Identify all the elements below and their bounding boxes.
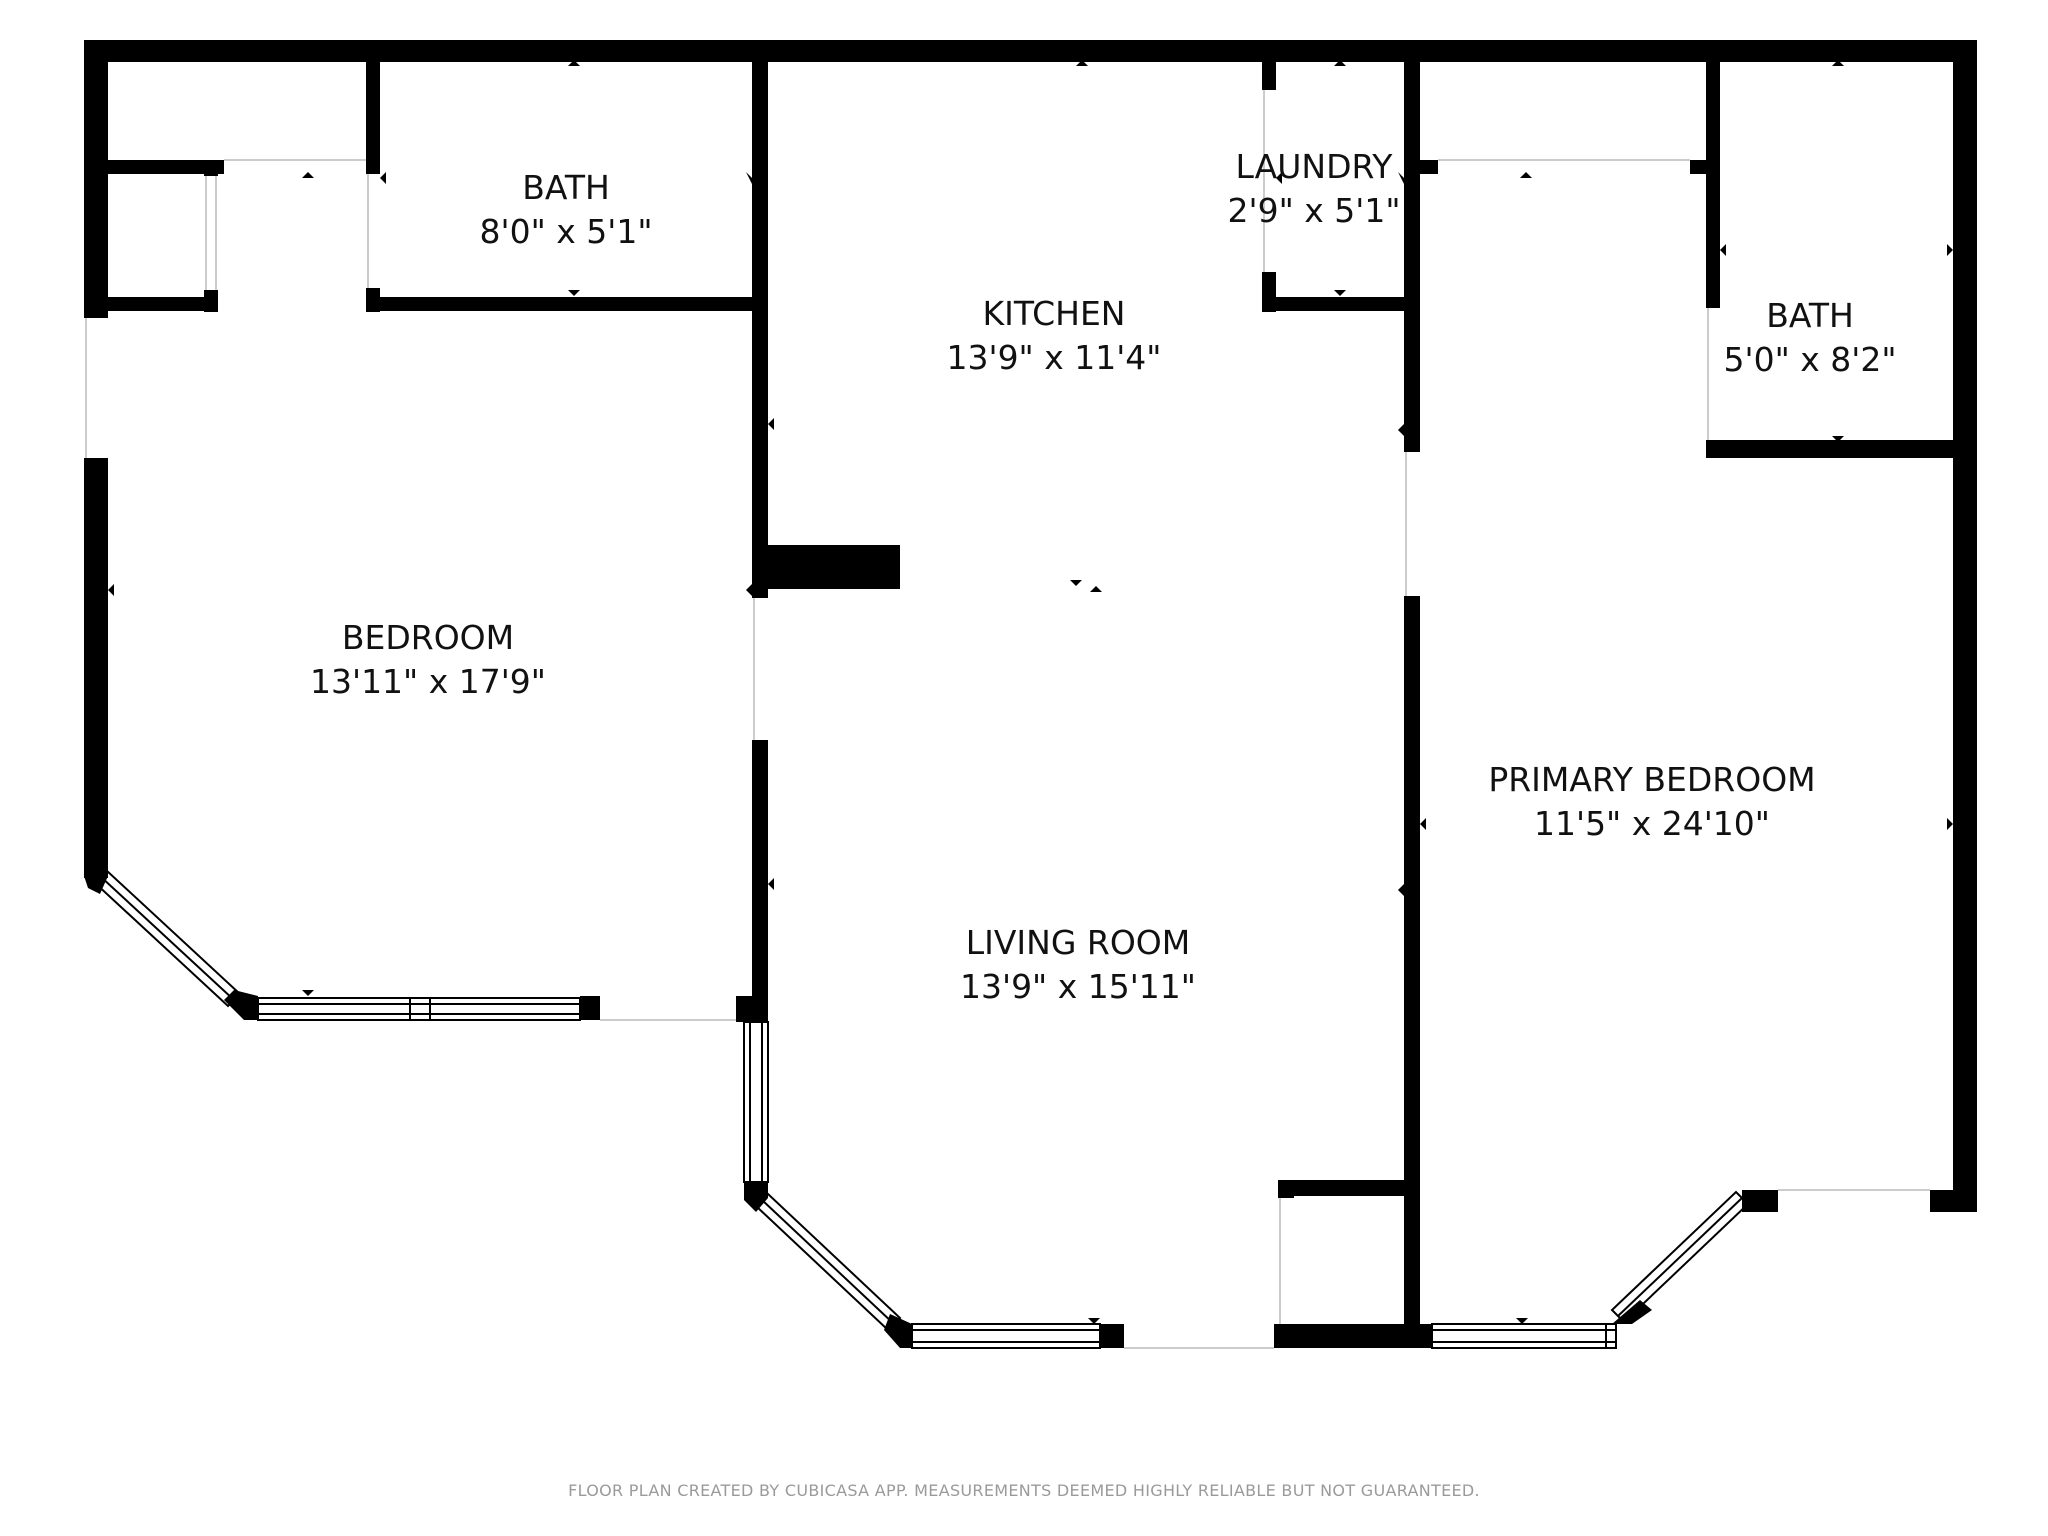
wall-divider-left-lower bbox=[752, 740, 768, 1022]
wall-corner-primary-right bbox=[1742, 1190, 1778, 1212]
wall-laundry-left-a bbox=[1262, 62, 1276, 90]
window-living-bottom bbox=[911, 1323, 1101, 1349]
wall-closet-top bbox=[84, 160, 224, 174]
room-living-room-name: LIVING ROOM bbox=[966, 923, 1191, 962]
room-bath-left-name: BATH bbox=[522, 168, 610, 207]
room-bath-right-name: BATH bbox=[1766, 296, 1854, 335]
room-laundry-dimensions: 2'9" x 5'1" bbox=[1228, 191, 1401, 230]
room-living-room-dimensions: 13'9" x 15'11" bbox=[960, 967, 1196, 1006]
wall-bath-left-bottom bbox=[366, 297, 766, 311]
walls bbox=[84, 40, 1977, 1348]
window-living-diagonal bbox=[754, 1192, 902, 1332]
wall-kitchen-stub bbox=[768, 545, 900, 589]
room-bedroom-name: BEDROOM bbox=[342, 618, 514, 657]
room-laundry-name: LAUNDRY bbox=[1236, 147, 1394, 186]
wall-laundry-bottom bbox=[1262, 297, 1412, 311]
room-labels: BATH 8'0" x 5'1" KITCHEN 13'9" x 11'4" L… bbox=[310, 147, 1896, 1006]
wall-corner-living-left bbox=[744, 1182, 768, 1212]
wall-divider-left-upper bbox=[752, 62, 768, 598]
wall-top bbox=[84, 40, 1977, 62]
wall-primary-closet-top-a bbox=[1420, 160, 1438, 174]
wall-closet-right-b bbox=[204, 290, 218, 312]
windows bbox=[92, 868, 1750, 1349]
wall-closet-bottom bbox=[84, 297, 218, 311]
wall-bath-right-left-a bbox=[1706, 62, 1720, 308]
wall-right bbox=[1953, 40, 1977, 1212]
room-primary-bedroom-name: PRIMARY BEDROOM bbox=[1488, 760, 1815, 799]
wall-bottom-bedroom-end bbox=[580, 996, 600, 1020]
room-bath-left-dimensions: 8'0" x 5'1" bbox=[480, 212, 653, 251]
wall-closet-right-a bbox=[204, 160, 218, 176]
dimension-markers bbox=[108, 60, 1953, 1324]
wall-bath-right-bottom bbox=[1706, 440, 1977, 458]
wall-bottom-living-right bbox=[1274, 1324, 1432, 1348]
wall-living-stub-top bbox=[1278, 1180, 1420, 1196]
room-bedroom-dimensions: 13'11" x 17'9" bbox=[310, 662, 546, 701]
wall-right-bottom-stub bbox=[1930, 1190, 1977, 1212]
window-bedroom-bottom bbox=[257, 997, 581, 1021]
wall-bath-left-side-a bbox=[366, 62, 380, 174]
wall-bottom-living-mid bbox=[1100, 1324, 1124, 1348]
wall-divider-right-lower bbox=[1404, 596, 1420, 1348]
room-kitchen-name: KITCHEN bbox=[983, 294, 1126, 333]
wall-left-upper bbox=[84, 40, 108, 318]
door-openings bbox=[85, 90, 1930, 1349]
wall-divider-right-upper bbox=[1404, 62, 1420, 452]
window-living-left bbox=[743, 1021, 769, 1183]
room-kitchen-dimensions: 13'9" x 11'4" bbox=[947, 338, 1162, 377]
wall-bottom-bedroom-corner bbox=[736, 996, 768, 1022]
window-bedroom-diagonal bbox=[92, 868, 242, 1008]
room-primary-bedroom-dimensions: 11'5" x 24'10" bbox=[1534, 804, 1770, 843]
wall-living-stub-side bbox=[1278, 1180, 1294, 1198]
window-primary-bottom bbox=[1431, 1323, 1617, 1349]
wall-primary-closet-top-b bbox=[1690, 160, 1708, 174]
room-bath-right-dimensions: 5'0" x 8'2" bbox=[1724, 340, 1897, 379]
window-primary-diagonal bbox=[1610, 1190, 1750, 1324]
footer-disclaimer: FLOOR PLAN CREATED BY CUBICASA APP. MEAS… bbox=[568, 1481, 1480, 1500]
wall-left-lower bbox=[84, 458, 108, 878]
